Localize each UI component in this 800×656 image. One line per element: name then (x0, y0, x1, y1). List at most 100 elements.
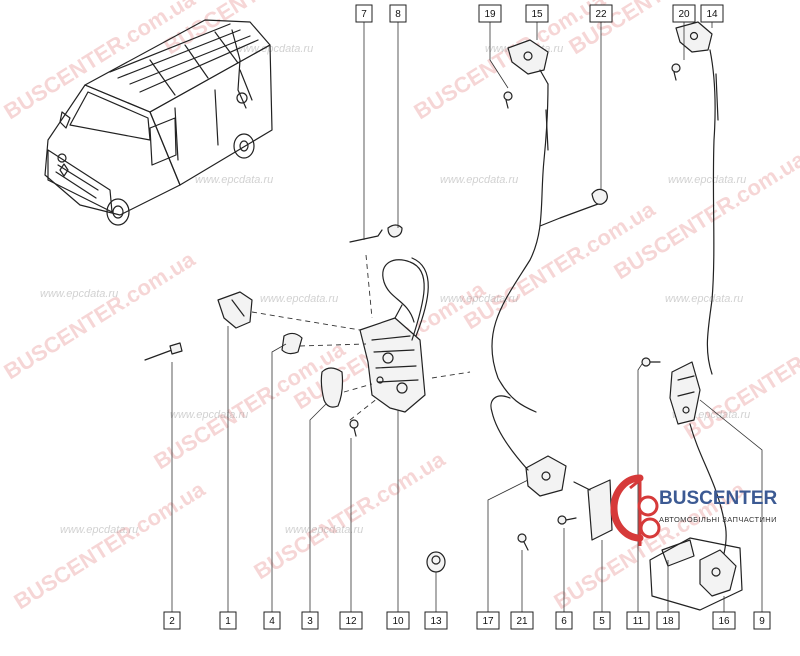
logo-subtitle: АВТОМОБІЛЬНІ ЗАПЧАСТИНИ (659, 515, 777, 524)
watermark-site: www.epcdata.ru (235, 43, 313, 55)
bush-13 (426, 551, 446, 573)
callout-label: 1 (225, 616, 231, 627)
watermark-site: www.epcdata.ru (440, 174, 518, 186)
leader-lines (171, 22, 763, 612)
callout-box: 7 (355, 4, 373, 23)
callout-box: 5 (593, 611, 611, 630)
screw-12 (349, 419, 359, 437)
lock-9 (669, 361, 701, 425)
callout-box: 14 (700, 4, 724, 23)
callout-label: 4 (269, 616, 275, 627)
lock-assembly-10 (359, 304, 426, 413)
callout-label: 19 (484, 9, 496, 20)
logo-name: BUSCENTER (659, 488, 778, 509)
cap-4 (281, 332, 303, 355)
screw-20 (671, 63, 681, 81)
callout-box: 20 (672, 4, 696, 23)
callout-label: 9 (759, 616, 765, 627)
callout-label: 14 (706, 9, 718, 20)
callout-label: 8 (395, 9, 401, 20)
watermark-brand: BUSCENTER.com.ua (0, 246, 200, 384)
hinge-latch-15 (507, 39, 549, 85)
bracket-5 (573, 479, 613, 541)
watermark-brand: BUSCENTER.com.ua (249, 446, 450, 584)
rod-2 (144, 349, 173, 361)
cover-3 (320, 367, 344, 408)
callout-label: 7 (361, 9, 367, 20)
watermark-site: www.epcdata.ru (665, 293, 743, 305)
assembly-line (365, 254, 373, 319)
cable-loop-inner (411, 257, 429, 337)
watermark-site: www.epcdata.ru (668, 174, 746, 186)
watermark-site: www.epcdata.ru (40, 288, 118, 300)
watermark-brand: BUSCENTER.com.ua (409, 0, 610, 124)
cable-loop (382, 259, 425, 341)
watermark-site: www.epcdata.ru (440, 293, 518, 305)
latch-16 (699, 549, 737, 597)
callout-box: 2 (163, 611, 181, 630)
assembly-line (349, 397, 379, 421)
cable-14 (706, 49, 716, 375)
watermark-site: www.epcdata.ru (60, 524, 138, 536)
clip-8 (387, 224, 403, 238)
callout-label: 18 (662, 616, 674, 627)
callout-box: 9 (753, 611, 771, 630)
callout-label: 2 (169, 616, 175, 627)
buscenter-logo: BUSCENTER АВТОМОБІЛЬНІ ЗАПЧАСТИНИ (610, 474, 778, 546)
callout-label: 13 (430, 616, 442, 627)
watermark-site: www.epcdata.ru (285, 524, 363, 536)
callout-label: 11 (633, 616, 644, 627)
watermark-brand: BUSCENTER.com.ua (149, 336, 350, 474)
callout-box: 3 (301, 611, 319, 630)
assembly-line (431, 371, 471, 379)
callout-box: 1 (219, 611, 237, 630)
watermark-brand: BUSCENTER.com.ua (679, 306, 800, 444)
callout-label: 6 (561, 616, 567, 627)
cable-17 (490, 395, 529, 471)
small-van-outline (649, 537, 743, 611)
callout-box: 18 (656, 611, 680, 630)
callout-box: 22 (589, 4, 613, 23)
callout-label: 3 (307, 616, 313, 627)
assembly-line (343, 383, 373, 393)
callout-box: 12 (339, 611, 363, 630)
callout-box: 16 (712, 611, 736, 630)
callout-box: 4 (263, 611, 281, 630)
watermark-site: www.epcdata.ru (260, 293, 338, 305)
callout-label: 20 (678, 9, 690, 20)
watermark-site: www.epcdata.ru (170, 409, 248, 421)
callout-label: 17 (482, 616, 494, 627)
watermark-brand: BUSCENTER.com.ua (9, 476, 210, 614)
callout-box: 8 (389, 4, 407, 23)
callout-box: 15 (525, 4, 549, 23)
callout-label: 21 (516, 616, 528, 627)
callout-label: 5 (599, 616, 605, 627)
callout-label: 22 (595, 9, 607, 20)
screw-11 (641, 357, 661, 367)
screw-21 (517, 533, 529, 551)
callout-label: 16 (718, 616, 730, 627)
callout-box: 19 (478, 4, 502, 23)
cable-15 (491, 83, 549, 413)
callout-box: 13 (424, 611, 448, 630)
callout-label: 10 (392, 616, 404, 627)
callout-label: 12 (345, 616, 357, 627)
logo-mark (610, 474, 644, 542)
latch-17 (525, 455, 567, 497)
clip-22 (591, 188, 608, 205)
rod-7 (349, 229, 383, 243)
assembly-line (251, 311, 361, 331)
watermark-site: www.epcdata.ru (195, 174, 273, 186)
hinge-latch-14 (675, 21, 713, 53)
bracket-1 (217, 291, 253, 329)
van-illustration (44, 19, 273, 226)
callout-box: 10 (386, 611, 410, 630)
screw-6 (557, 515, 577, 525)
callout-box: 6 (555, 611, 573, 630)
assembly-line (299, 343, 367, 347)
callout-label: 15 (531, 9, 543, 20)
screw-19 (503, 91, 513, 109)
callout-box: 17 (476, 611, 500, 630)
